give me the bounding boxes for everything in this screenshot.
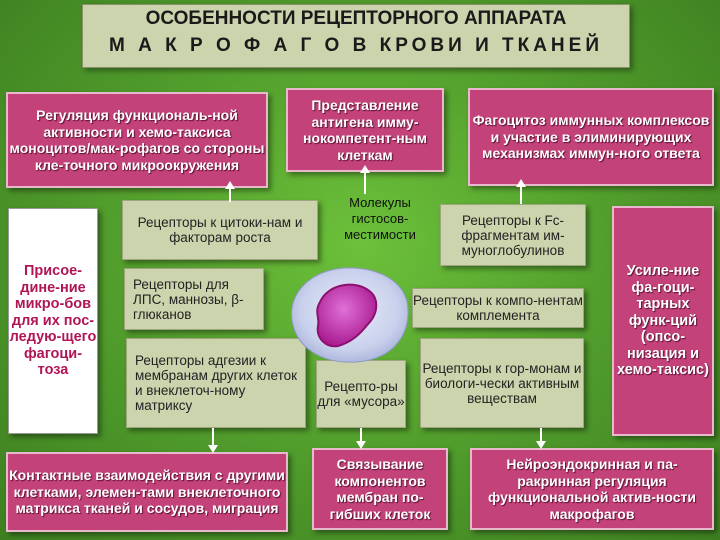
contacts-box: Контактные взаимодействия с другими клет…	[6, 452, 288, 532]
adhesion-receptors-box: Рецепторы адгезии к мембранам других кле…	[126, 338, 306, 428]
arrow-to-binding	[356, 428, 366, 449]
histocompatibility-label: Молекулы гистосов-местимости	[344, 195, 416, 242]
macrophage-cell-illustration	[291, 267, 409, 363]
complement-receptors-box: Рецепторы к компо-нентам комплемента	[412, 288, 584, 328]
arrow-to-antigen	[360, 165, 370, 194]
antigen-box: Представление антигена имму-нокомпетент-…	[286, 88, 444, 172]
debris-receptors-box: Рецепто-ры для «мусора»	[316, 360, 406, 428]
title-line-1: ОСОБЕННОСТИ РЕЦЕПТОРНОГО АППАРАТА	[145, 8, 567, 29]
lps-receptors-box: Рецепторы для ЛПС, маннозы, β-глюканов	[124, 268, 264, 330]
neuroendocrine-box: Нейроэндокринная и па-ракринная регуляци…	[470, 448, 714, 530]
title-box: ОСОБЕННОСТИ РЕЦЕПТОРНОГО АППАРАТА М А К …	[82, 4, 630, 68]
arrow-to-regulation	[225, 181, 235, 202]
binding-box: Связывание компонентов мембран по-гибших…	[312, 448, 448, 530]
hormone-receptors-box: Рецепторы к гор-монам и биологи-чески ак…	[420, 338, 584, 428]
phagocytosis-box: Фагоцитоз иммунных комплексов и участие …	[468, 88, 714, 186]
cell-nucleus	[316, 283, 378, 348]
arrow-to-phagocytosis	[516, 179, 526, 204]
arrow-to-neuroendocrine	[536, 428, 546, 449]
enhancement-box: Усиле-ние фа-гоци-тарных функ-ций (опсо-…	[612, 206, 714, 436]
lps-receptors-label: Рецепторы для ЛПС, маннозы, β-глюканов	[133, 276, 244, 322]
regulation-box: Регуляция функциональ-ной активности и х…	[6, 92, 268, 188]
cytokine-receptors-box: Рецепторы к цитоки-нам и факторам роста	[122, 200, 318, 260]
attachment-box: Присое-дине-ние микро-бов для их пос-лед…	[8, 208, 98, 434]
adhesion-receptors-label: Рецепторы адгезии к мембранам других кле…	[135, 353, 298, 413]
title-line-2: М А К Р О Ф А Г О В КРОВИ И ТКАНЕЙ	[109, 35, 603, 56]
fc-receptors-box: Рецепторы к Fc-фрагментам им-муноглобули…	[440, 204, 586, 266]
arrow-to-contacts	[208, 428, 218, 453]
